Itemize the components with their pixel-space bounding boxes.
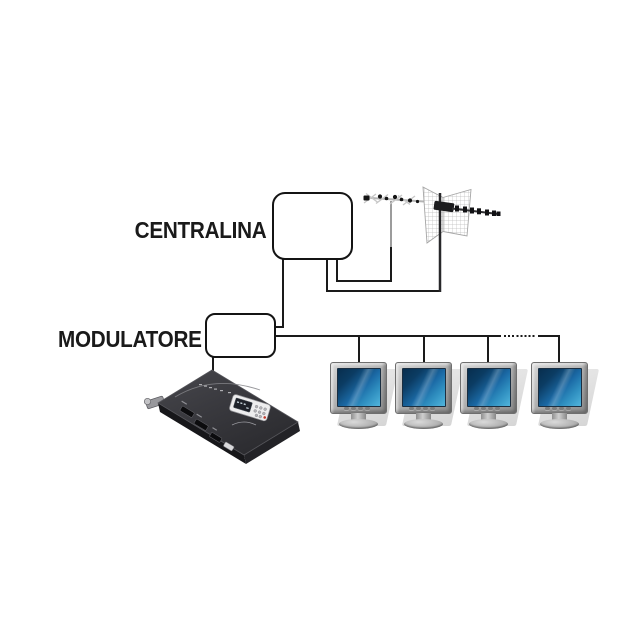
tv-stand-base [469, 419, 508, 429]
hdmi-ports [179, 405, 223, 443]
device-print-marks [199, 384, 231, 394]
tv-bezel [330, 362, 387, 414]
tv-buttons [545, 407, 571, 410]
lcd-display [229, 394, 271, 422]
modulatore-label: MODULATORE [58, 326, 202, 352]
wire-centralina-to-modulatore [276, 258, 284, 328]
tv-stand-base [540, 419, 579, 429]
wire-distribution-end [538, 335, 560, 363]
tv-stand-neck [552, 413, 567, 421]
tv-monitor-2 [395, 362, 464, 430]
centralina-node-box [272, 192, 353, 260]
f-connector [143, 395, 165, 410]
tv-screen [467, 368, 511, 407]
vhf-yagi-antenna-icon [363, 192, 425, 247]
tv-bezel [395, 362, 452, 414]
tv-stand-base [339, 419, 378, 429]
tv-monitor-4 [531, 362, 600, 430]
tv-stand-neck [481, 413, 496, 421]
tv-stand-neck [416, 413, 431, 421]
wire-centralina-to-uhf-antenna [326, 258, 440, 292]
tv-screen [538, 368, 582, 407]
modulator-device [143, 369, 300, 464]
tv-stand-neck [351, 413, 366, 421]
tv-monitor-3 [460, 362, 529, 430]
tv-screen [337, 368, 381, 407]
uhf-grid-antenna-icon [422, 186, 501, 292]
modulatore-node-box [205, 313, 276, 358]
tv-buttons [344, 407, 370, 410]
tv-buttons [409, 407, 435, 410]
tv-screen [402, 368, 446, 407]
tv-bezel [460, 362, 517, 414]
tv-buttons [474, 407, 500, 410]
tv-monitor-1 [330, 362, 399, 430]
centralina-label: CENTRALINA [134, 217, 266, 243]
wire-centralina-to-vhf-antenna [336, 246, 392, 282]
tv-stand-base [404, 419, 443, 429]
signal-wires [212, 246, 560, 381]
tv-bezel [531, 362, 588, 414]
